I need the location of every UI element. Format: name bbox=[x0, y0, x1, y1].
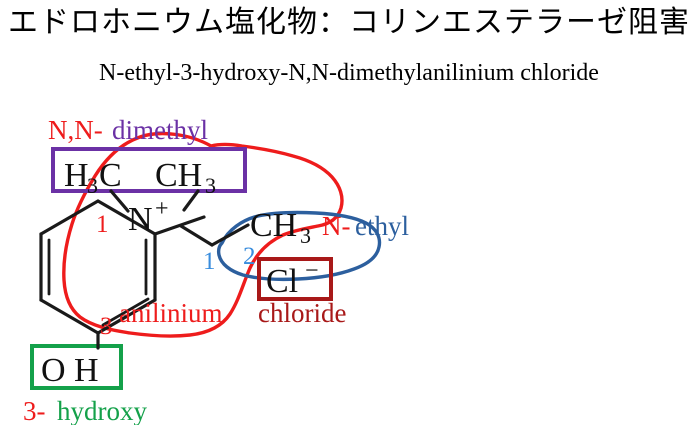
right-methyl-to-nitrogen-bond bbox=[182, 189, 200, 212]
right-methyl-sub: 3 bbox=[205, 173, 216, 198]
ethyl-locant-1: 1 bbox=[203, 248, 216, 275]
left-methyl-h: H bbox=[64, 157, 89, 194]
ethyl-highlight-lasso bbox=[216, 210, 382, 282]
left-methyl-c: C bbox=[99, 157, 122, 194]
chemical-structure-diagram: H 3 C CH 3 N + CH 3 Cl − bbox=[0, 104, 698, 425]
left-methyl-sub: 3 bbox=[87, 173, 98, 198]
nitrogen-n: N bbox=[128, 201, 153, 238]
page-title: エドロホニウム塩化物：コリンエステラーゼ阻害 bbox=[8, 6, 690, 39]
annotation-dimethyl: N,N- dimethyl bbox=[48, 115, 208, 145]
left-methyl-atom-label: H 3 C bbox=[64, 157, 122, 198]
chloride-atom-label: Cl − bbox=[266, 258, 319, 300]
annotation-ethyl: N- ethyl bbox=[322, 211, 409, 241]
nitrogen-atom-label: N + bbox=[128, 196, 169, 238]
anilinium-highlight-lasso bbox=[62, 131, 344, 338]
annotation-chloride: chloride bbox=[258, 298, 346, 328]
annotation-anilinium: anilinium bbox=[119, 298, 223, 328]
right-methyl-ch: CH bbox=[155, 157, 202, 194]
annotation-ethyl-prefix: N- bbox=[322, 211, 351, 241]
chloride-box bbox=[257, 257, 333, 301]
ethyl-terminal-ch: CH bbox=[250, 207, 297, 244]
dimethyl-box bbox=[51, 147, 247, 193]
hydroxyl-box bbox=[30, 344, 123, 390]
annotation-ethyl-body: ethyl bbox=[355, 211, 409, 241]
nitrogen-charge: + bbox=[155, 196, 169, 222]
left-methyl-to-nitrogen-bond bbox=[109, 189, 130, 213]
ethyl-c1-to-c2-bond bbox=[210, 223, 250, 247]
hydroxyl-atom-label: O H bbox=[41, 352, 99, 389]
chloride-cl: Cl bbox=[266, 263, 298, 300]
chloride-charge: − bbox=[305, 258, 319, 284]
ethyl-terminal-sub: 3 bbox=[300, 223, 311, 248]
benzene-ring bbox=[39, 199, 157, 335]
iupac-name-subtitle: N-ethyl-3-hydroxy-N,N-dimethylanilinium … bbox=[99, 60, 599, 86]
annotation-hydroxy-body: hydroxy bbox=[57, 396, 147, 425]
ring-locant-3: 3 bbox=[100, 313, 113, 340]
ring-locant-1: 1 bbox=[96, 211, 109, 238]
annotation-hydroxy: 3- hydroxy bbox=[23, 396, 147, 425]
ethyl-locant-2: 2 bbox=[243, 243, 256, 270]
right-methyl-atom-label: CH 3 bbox=[155, 157, 216, 198]
annotation-dimethyl-body: dimethyl bbox=[112, 115, 208, 145]
ethyl-terminal-atom-label: CH 3 bbox=[250, 207, 311, 248]
nitrogen-to-ethyl-c1-bond bbox=[179, 224, 214, 247]
annotation-hydroxy-prefix: 3- bbox=[23, 396, 46, 425]
annotation-dimethyl-prefix: N,N- bbox=[48, 115, 103, 145]
